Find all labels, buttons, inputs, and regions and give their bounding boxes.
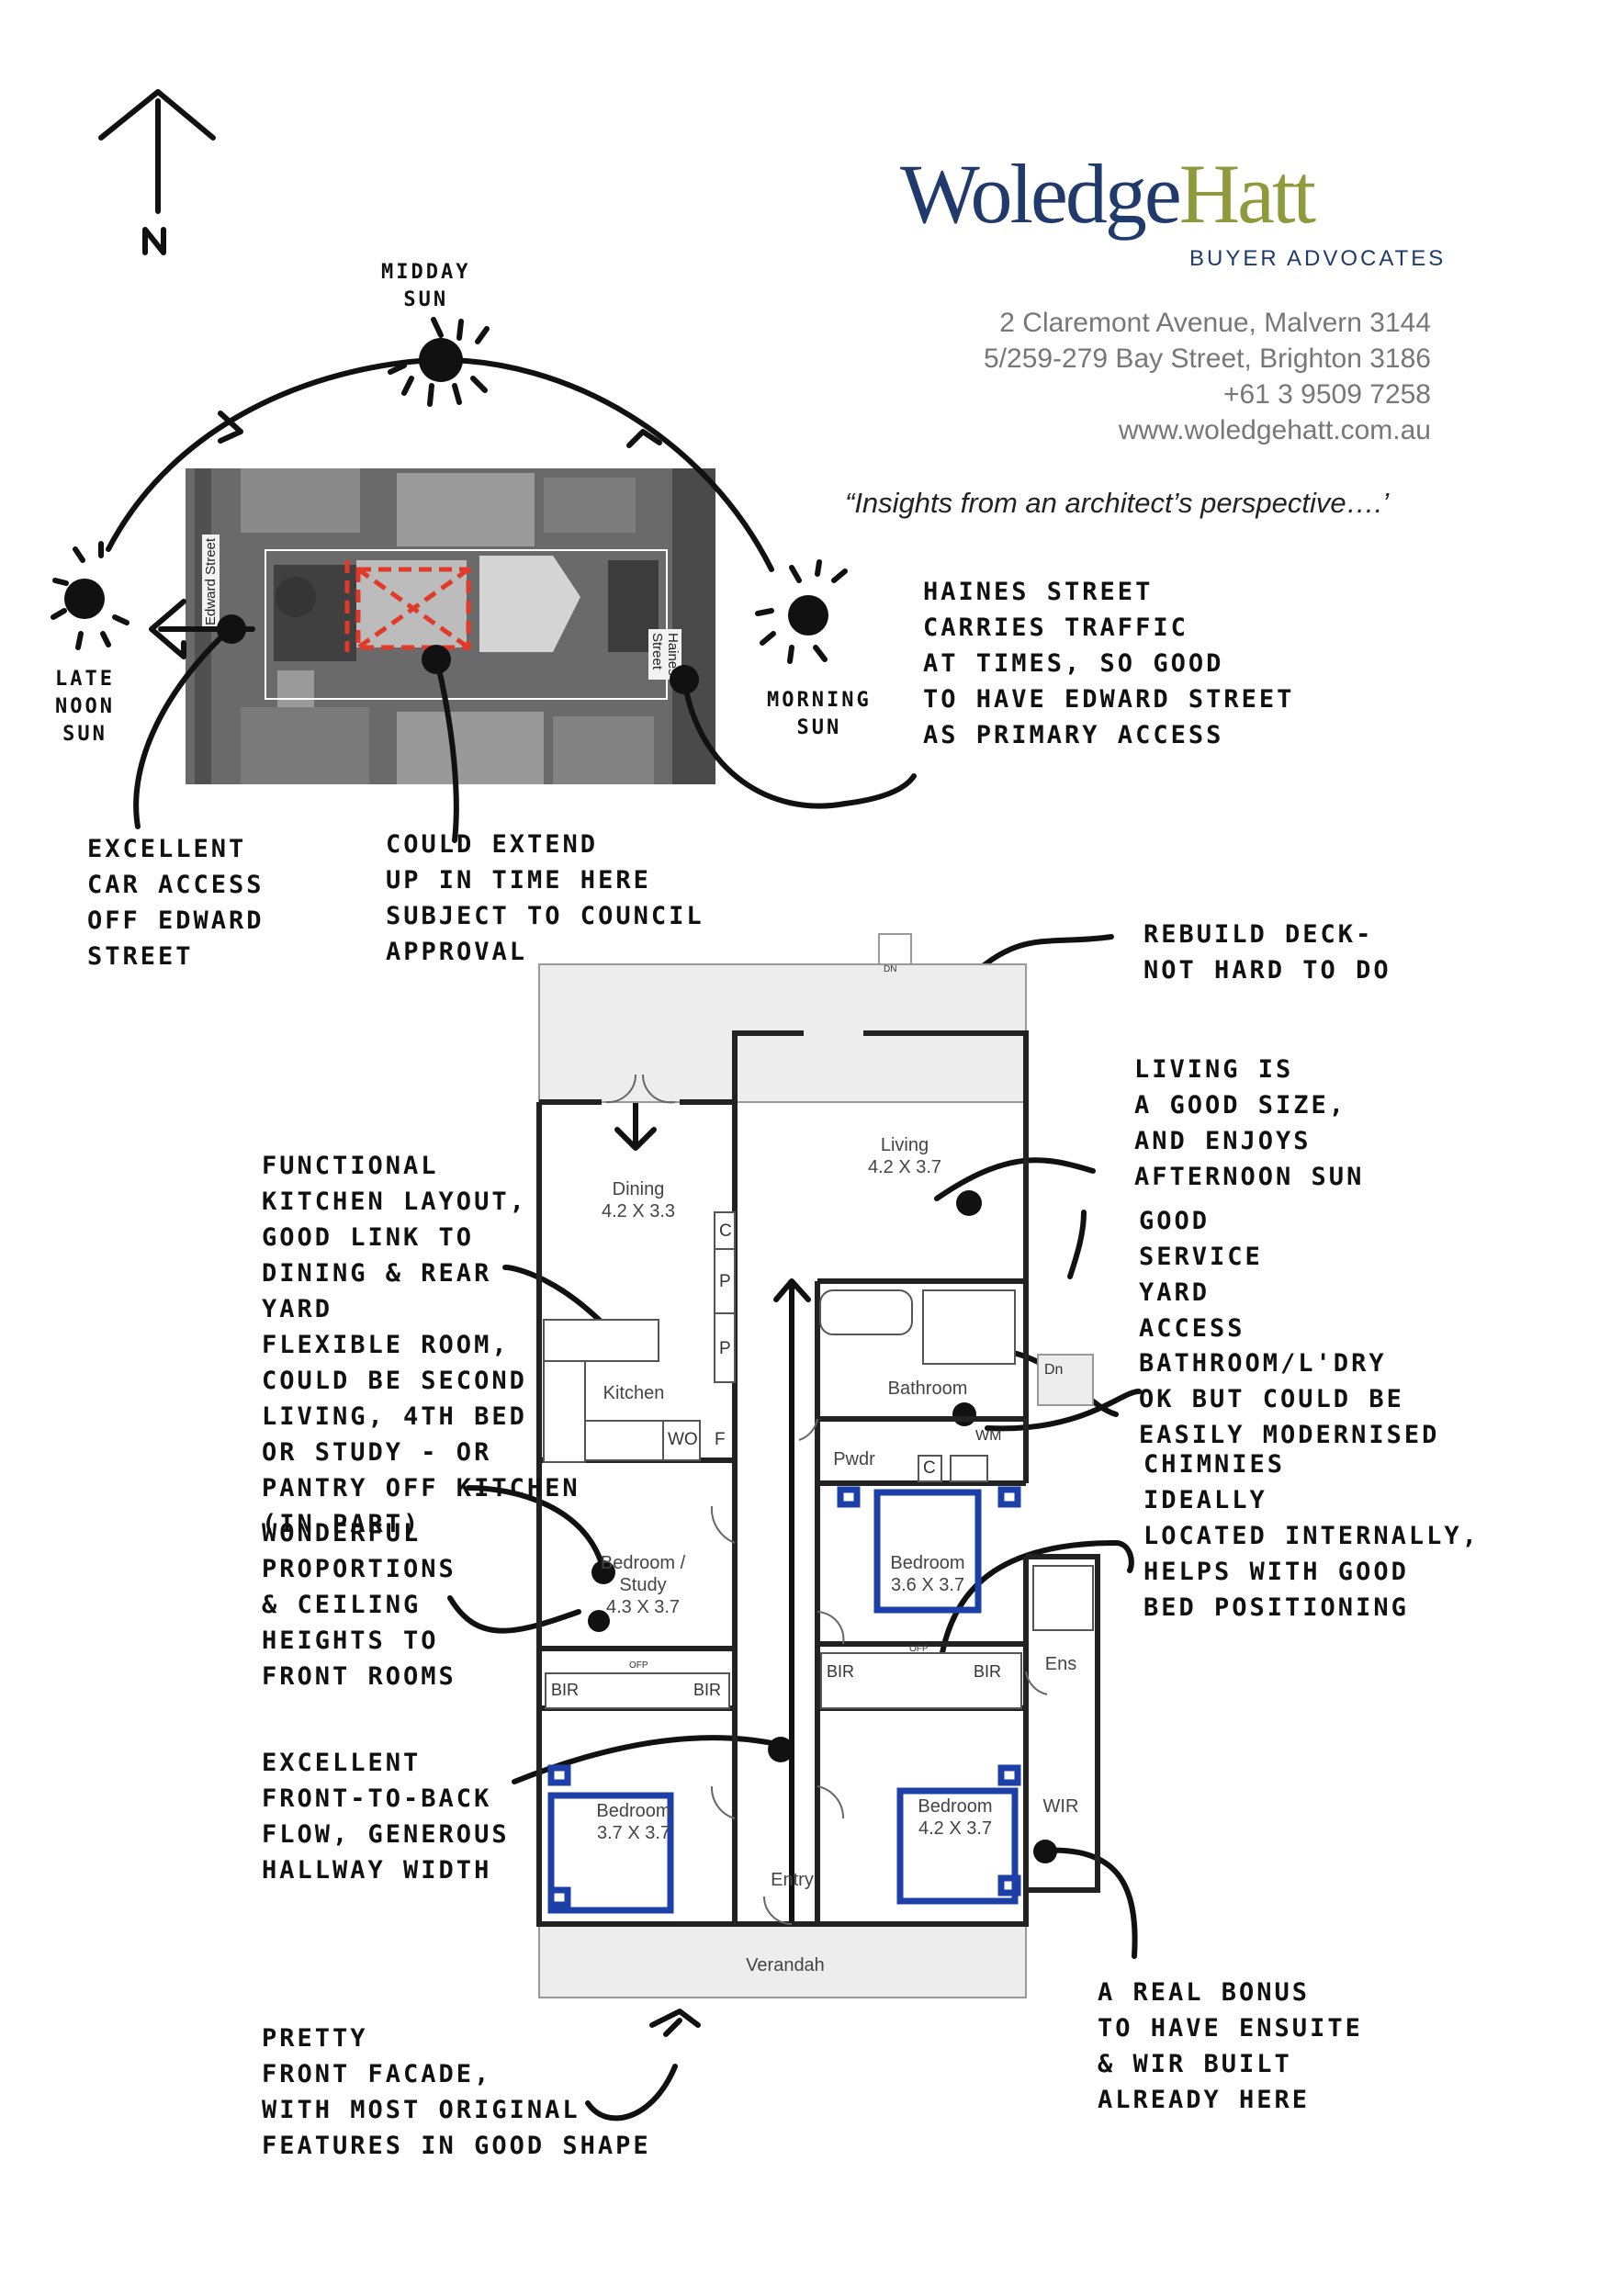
- brand-logo: WoledgeHatt: [900, 152, 1316, 236]
- note-kitchen: FUNCTIONAL KITCHEN LAYOUT, GOOD LINK TO …: [262, 1152, 527, 1323]
- room-verandah: Verandah: [746, 1955, 825, 1975]
- sun-rays: [51, 317, 848, 664]
- room-dining-name: Dining: [612, 1179, 665, 1199]
- fixture-p-2: P: [719, 1339, 731, 1358]
- room-dining-dim: 4.2 X 3.3: [601, 1201, 676, 1221]
- fixture-c: C: [719, 1221, 732, 1241]
- room-bedroom-study-dim: 4.3 X 3.7: [605, 1597, 681, 1617]
- room-bedroom-mid-name: Bedroom: [890, 1553, 965, 1573]
- note-haines-street: HAINES STREET CARRIES TRAFFIC AT TIMES, …: [923, 578, 1295, 749]
- note-flow: EXCELLENT FRONT-TO-BACK FLOW, GENEROUS H…: [262, 1749, 510, 1885]
- bed-icon-front-right: [896, 1787, 1019, 1905]
- midday-sun-label: MIDDAY SUN: [381, 261, 471, 311]
- room-bathroom: Bathroom: [887, 1379, 968, 1399]
- fixture-wm: WM: [975, 1428, 1002, 1444]
- fixture-bir-3: BIR: [827, 1662, 855, 1681]
- room-bedroom-mid-dim: 3.6 X 3.7: [890, 1575, 965, 1595]
- morning-sun-label: MORNING SUN: [767, 689, 872, 739]
- fixture-wo: WO: [668, 1430, 698, 1449]
- room-living-dim: 4.2 X 3.7: [867, 1157, 942, 1177]
- logo-part1: Woledge: [900, 147, 1182, 241]
- room-bedroom-front-left-dim: 3.7 X 3.7: [596, 1823, 671, 1843]
- room-bedroom-front-right-name: Bedroom: [918, 1796, 993, 1817]
- site-boundary: [265, 549, 668, 700]
- room-living-name: Living: [880, 1135, 929, 1155]
- fixture-dn: Dn: [1044, 1362, 1064, 1378]
- late-sun-label: LATE NOON SUN: [55, 668, 115, 746]
- fixture-bir-4: BIR: [974, 1662, 1002, 1681]
- contact-address-1: 2 Claremont Avenue, Malvern 3144: [999, 308, 1431, 338]
- midday-sun-icon: [419, 338, 463, 382]
- bed-icon-front-left: [547, 1792, 674, 1914]
- fixture-c-2: C: [923, 1458, 936, 1478]
- room-kitchen: Kitchen: [603, 1383, 665, 1403]
- contact-website[interactable]: www.woledgehatt.com.au: [1118, 415, 1431, 445]
- note-living: LIVING IS A GOOD SIZE, AND ENJOYS AFTERN…: [1134, 1055, 1365, 1191]
- contact-address-2: 5/259-279 Bay Street, Brighton 3186: [983, 343, 1431, 374]
- note-proportions: WONDERFUL PROPORTIONS & CEILING HEIGHTS …: [262, 1519, 456, 1691]
- note-chimneys: CHIMNIES IDEALLY LOCATED INTERNALLY, HEL…: [1143, 1450, 1480, 1622]
- room-entry: Entry: [771, 1870, 814, 1890]
- room-ensuite: Ens: [1044, 1654, 1077, 1674]
- brand-tagline: BUYER ADVOCATES: [1189, 246, 1447, 271]
- fixture-ofp-1: OFP: [629, 1660, 648, 1671]
- morning-sun-icon: [788, 595, 828, 636]
- logo-part2: Hatt: [1178, 147, 1316, 241]
- note-car-access: EXCELLENT CAR ACCESS OFF EDWARD STREET: [87, 835, 265, 971]
- pantry-2: [714, 1312, 736, 1383]
- note-extend: COULD EXTEND UP IN TIME HERE SUBJECT TO …: [386, 830, 704, 966]
- note-service-yard: GOOD SERVICE YARD ACCESS: [1139, 1207, 1263, 1343]
- fixture-p-1: P: [719, 1272, 731, 1291]
- contact-phone: +61 3 9509 7258: [1222, 379, 1431, 410]
- room-powder: Pwdr: [833, 1449, 875, 1469]
- note-bathroom: BATHROOM/L'DRY OK BUT COULD BE EASILY MO…: [1139, 1349, 1440, 1449]
- front-verandah: [538, 1923, 1027, 1998]
- room-wir: WIR: [1042, 1796, 1079, 1817]
- extension-zone: [344, 560, 471, 652]
- note-flexible-room: FLEXIBLE ROOM, COULD BE SECOND LIVING, 4…: [262, 1331, 580, 1538]
- late-sun-icon: [64, 579, 105, 619]
- room-bedroom-study-name: Bedroom / Study: [600, 1553, 686, 1595]
- note-ensuite: A REAL BONUS TO HAVE ENSUITE & WIR BUILT…: [1098, 1978, 1363, 2114]
- tagline-quote: “Insights from an architect’s perspectiv…: [845, 487, 1390, 519]
- fixture-bir-1: BIR: [551, 1681, 580, 1699]
- fixture-dn-deck: DN: [884, 964, 897, 974]
- compass-north: N: [138, 224, 175, 261]
- room-bedroom-front-right-dim: 4.2 X 3.7: [918, 1818, 993, 1839]
- bed-icon-mid: [873, 1489, 982, 1614]
- fixture-ofp-2: OFP: [909, 1644, 929, 1654]
- fixture-f: F: [715, 1430, 726, 1449]
- fixture-bir-2: BIR: [693, 1681, 722, 1699]
- note-deck: REBUILD DECK- NOT HARD TO DO: [1143, 920, 1391, 985]
- room-bedroom-front-left-name: Bedroom: [596, 1801, 671, 1821]
- note-facade: PRETTY FRONT FACADE, WITH MOST ORIGINAL …: [262, 2024, 651, 2160]
